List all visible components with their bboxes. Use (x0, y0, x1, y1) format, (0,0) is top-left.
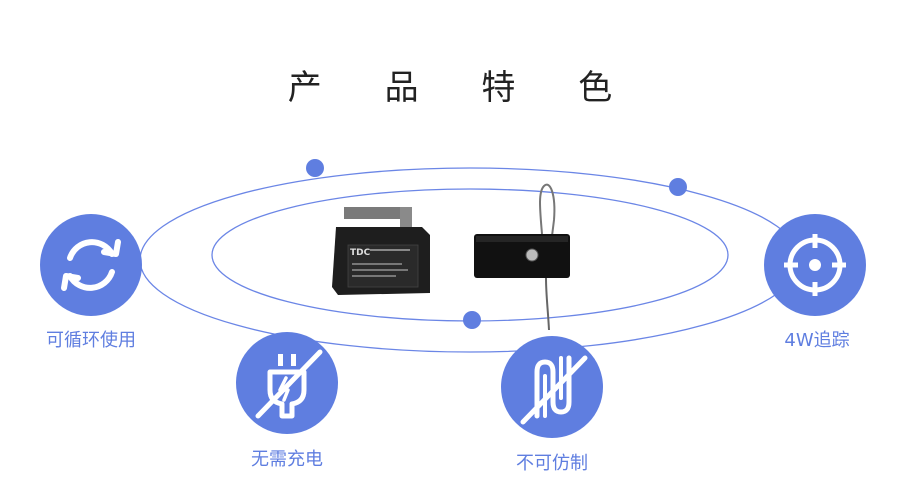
crosshair-target-icon (784, 234, 846, 296)
seal-tag-body (474, 234, 570, 278)
svg-text:TDC: TDC (350, 248, 371, 258)
feature-tracking-badge (764, 214, 866, 316)
seal-wire (539, 183, 556, 237)
orbit-dot (669, 178, 687, 196)
feature-label: 可循环使用 (46, 330, 136, 351)
seal-tag-button (525, 248, 539, 262)
feature-label: 4W追踪 (784, 330, 850, 351)
product-charger-image: TDC (330, 205, 434, 295)
charger-plug-prong (344, 207, 412, 219)
feature-no-charging-badge (236, 332, 338, 434)
no-copy-strap-icon (520, 355, 588, 425)
orbit-dot (463, 311, 481, 329)
no-charging-plug-icon (255, 349, 323, 419)
seal-wire (545, 277, 550, 331)
feature-no-copy-badge (501, 336, 603, 438)
feature-label: 不可仿制 (516, 453, 588, 474)
feature-recycle-badge (40, 214, 142, 316)
feature-label: 无需充电 (251, 449, 323, 470)
page-title: 产 品 特 色 (287, 68, 639, 108)
product-seal-tag-image (470, 180, 574, 331)
recycle-arrows-icon (61, 239, 121, 291)
orbit-dot (306, 159, 324, 177)
